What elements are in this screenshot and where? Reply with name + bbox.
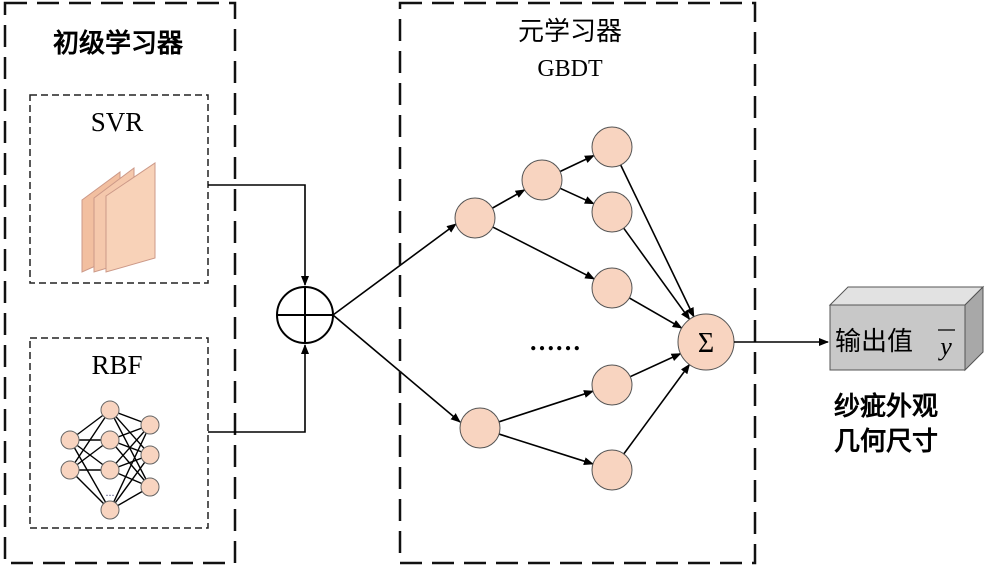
tree-edge-arrow (628, 297, 683, 329)
rbf-edge (69, 439, 111, 511)
rbf-edge (109, 424, 151, 511)
output-caption-line2: 几何尺寸 (834, 427, 938, 457)
tree-edge-arrow (623, 363, 691, 455)
rbf-neuron (140, 477, 160, 497)
rbf-edge (109, 454, 151, 511)
output-box: 输出值 y (828, 285, 985, 372)
rbf-label: RBF (91, 350, 142, 380)
meta-learner-panel: 元学习器 GBDT …… Σ (398, 1, 757, 565)
tree-node (459, 407, 501, 449)
rbf-neuron (100, 430, 120, 450)
sum-symbol: Σ (698, 328, 714, 359)
tree-edge-arrow (498, 390, 594, 423)
gbdt-tree (454, 126, 695, 491)
rbf-ellipsis: ... (106, 485, 115, 499)
svr-box: SVR (29, 94, 209, 284)
base-learners-title: 初级学习器 (53, 28, 184, 59)
svr-to-combiner-arrow (208, 184, 309, 286)
tree-node (591, 449, 633, 491)
tree-ellipsis: …… (529, 327, 581, 356)
tree-node (521, 159, 563, 201)
combiner-to-tree-arrow-2 (332, 314, 461, 423)
rbf-edge (109, 439, 151, 488)
svr-label: SVR (91, 107, 144, 137)
rbf-neuron (100, 460, 120, 480)
tree-edge-arrow (619, 164, 695, 318)
sum-node: Σ (677, 313, 735, 371)
meta-learner-title: 元学习器 (518, 17, 622, 47)
tree-node (591, 191, 633, 233)
combiner-plus-icon (276, 286, 334, 344)
rbf-to-combiner-arrow (208, 344, 309, 433)
tree-node (591, 364, 633, 406)
tree-edge-arrow (498, 433, 594, 466)
output-caption-line1: 纱疵外观 (834, 391, 938, 422)
tree-edge-arrow (492, 226, 596, 280)
rbf-neuron (60, 460, 80, 480)
tree-edge-arrow (559, 187, 595, 205)
tree-node (454, 197, 496, 239)
tree-node (591, 267, 633, 309)
tree-edge-arrow (492, 189, 526, 209)
rbf-neuron (100, 500, 120, 520)
rbf-neuron (140, 445, 160, 465)
meta-learner-subtitle: GBDT (537, 56, 603, 82)
tree-node (591, 126, 633, 168)
rbf-edge (69, 409, 111, 471)
rbf-neuron (60, 430, 80, 450)
rbf-box: RBF ... (29, 337, 209, 529)
rbf-edge (109, 424, 151, 471)
base-learners-panel: 初级学习器 SVR RBF ... (3, 1, 237, 565)
tree-edge-arrow (559, 154, 595, 173)
output-label: 输出值 (835, 327, 913, 357)
svr-documents-icon (81, 162, 156, 273)
tree-edge-arrow (629, 352, 682, 378)
tree-edge-arrow (623, 227, 691, 321)
rbf-network-icon (60, 400, 160, 520)
combiner-to-tree-arrow-1 (332, 223, 457, 316)
rbf-neuron (140, 415, 160, 435)
output-symbol: y (937, 332, 952, 361)
rbf-neuron (100, 400, 120, 420)
